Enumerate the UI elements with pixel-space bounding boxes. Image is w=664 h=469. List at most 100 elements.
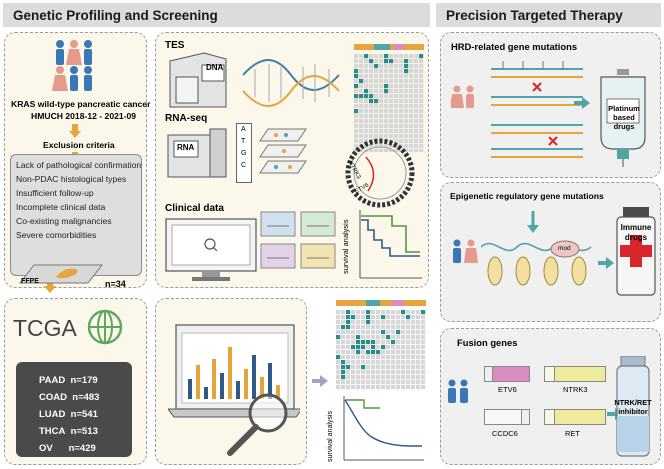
exclusion-item: Incomplete clinical data [16, 202, 106, 212]
oncoprint-cell [414, 119, 419, 124]
oncoprint-cell [421, 365, 426, 370]
oncoprint-cell [379, 134, 384, 139]
oncoprint-cell [421, 335, 426, 340]
oncoprint-cell [381, 365, 386, 370]
oncoprint-cell [354, 59, 359, 64]
laptop-bar [196, 365, 200, 399]
exclusion-item: Insufficient follow-up [16, 188, 94, 198]
oncoprint-cell [346, 375, 351, 380]
oncoprint-cell [366, 350, 371, 355]
oncoprint-cell [379, 59, 384, 64]
oncoprint-cell [414, 124, 419, 129]
oncoprint-cell [409, 94, 414, 99]
oncoprint-cell [361, 310, 366, 315]
survival-plot-top [359, 210, 422, 279]
oncoprint-cell [376, 385, 381, 390]
exclusion-item: Severe comorbidities [16, 230, 97, 240]
oncoprint-cell [419, 84, 424, 89]
oncoprint-cell [404, 124, 409, 129]
oncoprint-cell [396, 355, 401, 360]
oncoprint-cell [366, 370, 371, 375]
oncoprint-cell [374, 59, 379, 64]
oncoprint-cell [351, 335, 356, 340]
oncoprint-cell [346, 315, 351, 320]
oncoprint-cell [381, 385, 386, 390]
oncoprint-cell [351, 385, 356, 390]
oncoprint-cell [401, 370, 406, 375]
oncoprint-cell [359, 124, 364, 129]
oncoprint-cell [396, 345, 401, 350]
oncoprint-cell [411, 360, 416, 365]
drug-bottle-icon [616, 207, 656, 296]
survival-axis-label: survival analysis [327, 411, 334, 462]
oncoprint-cell [419, 64, 424, 69]
oncoprint-cell [361, 330, 366, 335]
oncoprint-cell [356, 355, 361, 360]
oncoprint-cell [364, 79, 369, 84]
oncoprint-cell [386, 335, 391, 340]
clinical-data-label: Clinical data [165, 203, 224, 214]
hrd-title: HRD-related gene mutations [451, 41, 578, 52]
oncoprint-cell [371, 365, 376, 370]
oncoprint-cell [371, 370, 376, 375]
oncoprint-cell [389, 109, 394, 114]
oncoprint-cell [351, 315, 356, 320]
oncoprint-cell [411, 365, 416, 370]
oncoprint-cell [351, 310, 356, 315]
oncoprint-cell [359, 84, 364, 89]
oncoprint-cell [354, 139, 359, 144]
oncoprint-cell [379, 144, 384, 149]
oncoprint-cell [399, 114, 404, 119]
oncoprint-cell [409, 59, 414, 64]
oncoprint-cell [411, 370, 416, 375]
oncoprint-cell [384, 84, 389, 89]
oncoprint-cell [404, 69, 409, 74]
oncoprint-cell [366, 365, 371, 370]
oncoprint-cell [404, 79, 409, 84]
oncoprint-cell [369, 69, 374, 74]
oncoprint-cell [374, 99, 379, 104]
oncoprint-cell [376, 340, 381, 345]
oncoprint-cell [396, 380, 401, 385]
oncoprint-cell [341, 370, 346, 375]
oncoprint-cell [374, 104, 379, 109]
oncoprint-cell [419, 124, 424, 129]
oncoprint-cell [379, 114, 384, 119]
oncoprint-cell [386, 310, 391, 315]
oncoprint-cell [416, 335, 421, 340]
oncoprint-cell [414, 99, 419, 104]
oncoprint-cell [401, 385, 406, 390]
oncoprint-cell [404, 139, 409, 144]
oncoprint-cell [356, 360, 361, 365]
oncoprint-cell [389, 54, 394, 59]
oncoprint-cell [364, 59, 369, 64]
oncoprint-cell [364, 114, 369, 119]
oncoprint-cell [366, 375, 371, 380]
oncoprint-cell [356, 340, 361, 345]
oncoprint-cell [389, 84, 394, 89]
oncoprint-cell [419, 104, 424, 109]
oncoprint-cell [371, 310, 376, 315]
oncoprint-cell [374, 144, 379, 149]
oncoprint-cell [346, 370, 351, 375]
oncoprint-cell [406, 355, 411, 360]
oncoprint-cell [351, 340, 356, 345]
oncoprint-cell [354, 69, 359, 74]
oncoprint-cell [369, 79, 374, 84]
oncoprint-cell [414, 129, 419, 134]
oncoprint-cell [401, 320, 406, 325]
oncoprint-cell [384, 79, 389, 84]
oncoprint-cell [416, 325, 421, 330]
oncoprint-cell [341, 340, 346, 345]
oncoprint-cell [381, 345, 386, 350]
oncoprint-cell [419, 94, 424, 99]
iv-bag-icon [600, 69, 646, 167]
sequencer-icon [169, 52, 227, 108]
base-letter: C [241, 162, 247, 169]
oncoprint-cell [381, 350, 386, 355]
oncoprint-cell [371, 345, 376, 350]
oncoprint-cell [401, 365, 406, 370]
oncoprint-cell [336, 375, 341, 380]
oncoprint-cell [389, 79, 394, 84]
oncoprint-cell [381, 375, 386, 380]
